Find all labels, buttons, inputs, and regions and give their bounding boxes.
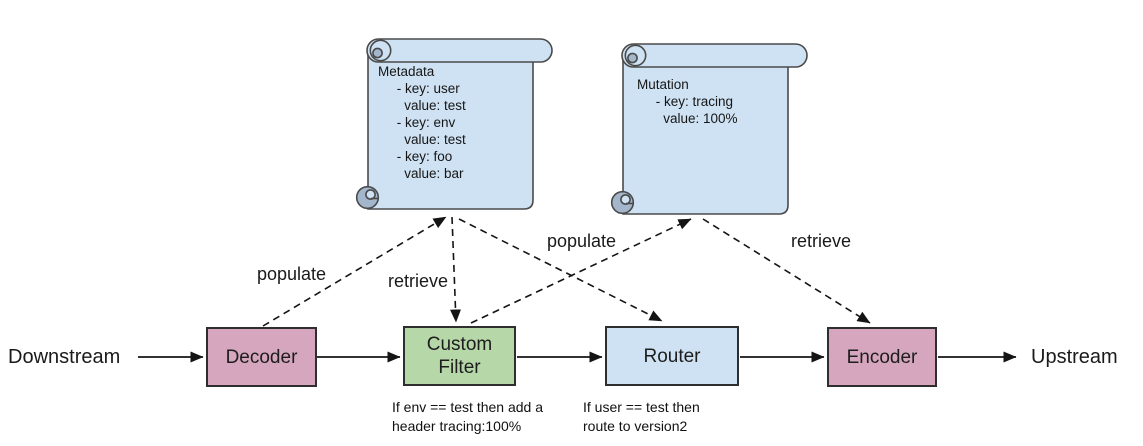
- dashed-arrows: [262, 216, 871, 327]
- edge-label-retrieve-encoder: retrieve: [791, 231, 852, 251]
- arrow-mutation-retrieve-encoder: [702, 218, 871, 324]
- node-custom-filter-label: Custom Filter: [426, 334, 493, 378]
- router-caption: If user == test then route to version2: [583, 399, 700, 434]
- node-router-label: Router: [643, 345, 701, 367]
- metadata-scroll-icon: [355, 38, 553, 210]
- edge-label-retrieve-custom-filter: retrieve: [388, 271, 449, 291]
- mutation-scroll-text: Mutation - key: tracing value: 100%: [637, 77, 738, 126]
- custom-filter-caption: If env == test then add a header tracing…: [392, 399, 543, 434]
- node-router: Router: [605, 326, 739, 386]
- metadata-scroll-text: Metadata - key: user value: test - key: …: [378, 64, 466, 181]
- edge-label-populate-custom-filter: populate: [547, 231, 617, 251]
- arrow-metadata-to-router: [458, 218, 663, 322]
- node-encoder-label: Encoder: [846, 346, 918, 368]
- node-decoder: Decoder: [206, 327, 317, 387]
- downstream-label: Downstream: [8, 346, 121, 368]
- edge-label-populate-decoder: populate: [257, 264, 327, 284]
- node-encoder: Encoder: [827, 327, 937, 387]
- node-decoder-label: Decoder: [225, 346, 298, 368]
- arrow-custom-filter-populate-mutation: [470, 218, 692, 324]
- node-custom-filter: Custom Filter: [403, 326, 516, 386]
- upstream-label: Upstream: [1031, 346, 1118, 368]
- arrow-metadata-retrieve-custom-filter: [450, 216, 462, 323]
- mutation-scroll-icon: [610, 43, 808, 215]
